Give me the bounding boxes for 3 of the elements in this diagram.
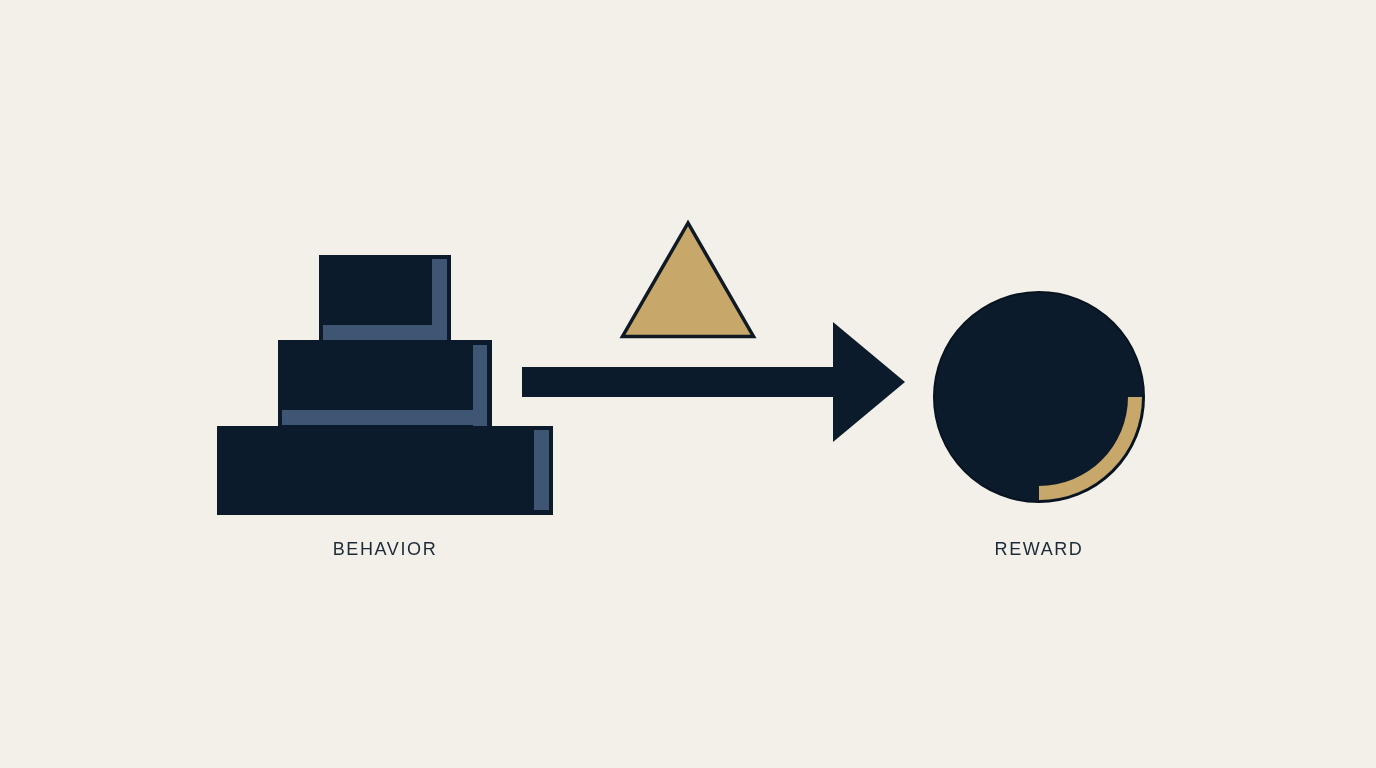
arrow <box>522 322 905 442</box>
node-label: BEHAVIOR <box>331 538 439 560</box>
node-label: REWARD <box>993 538 1085 560</box>
